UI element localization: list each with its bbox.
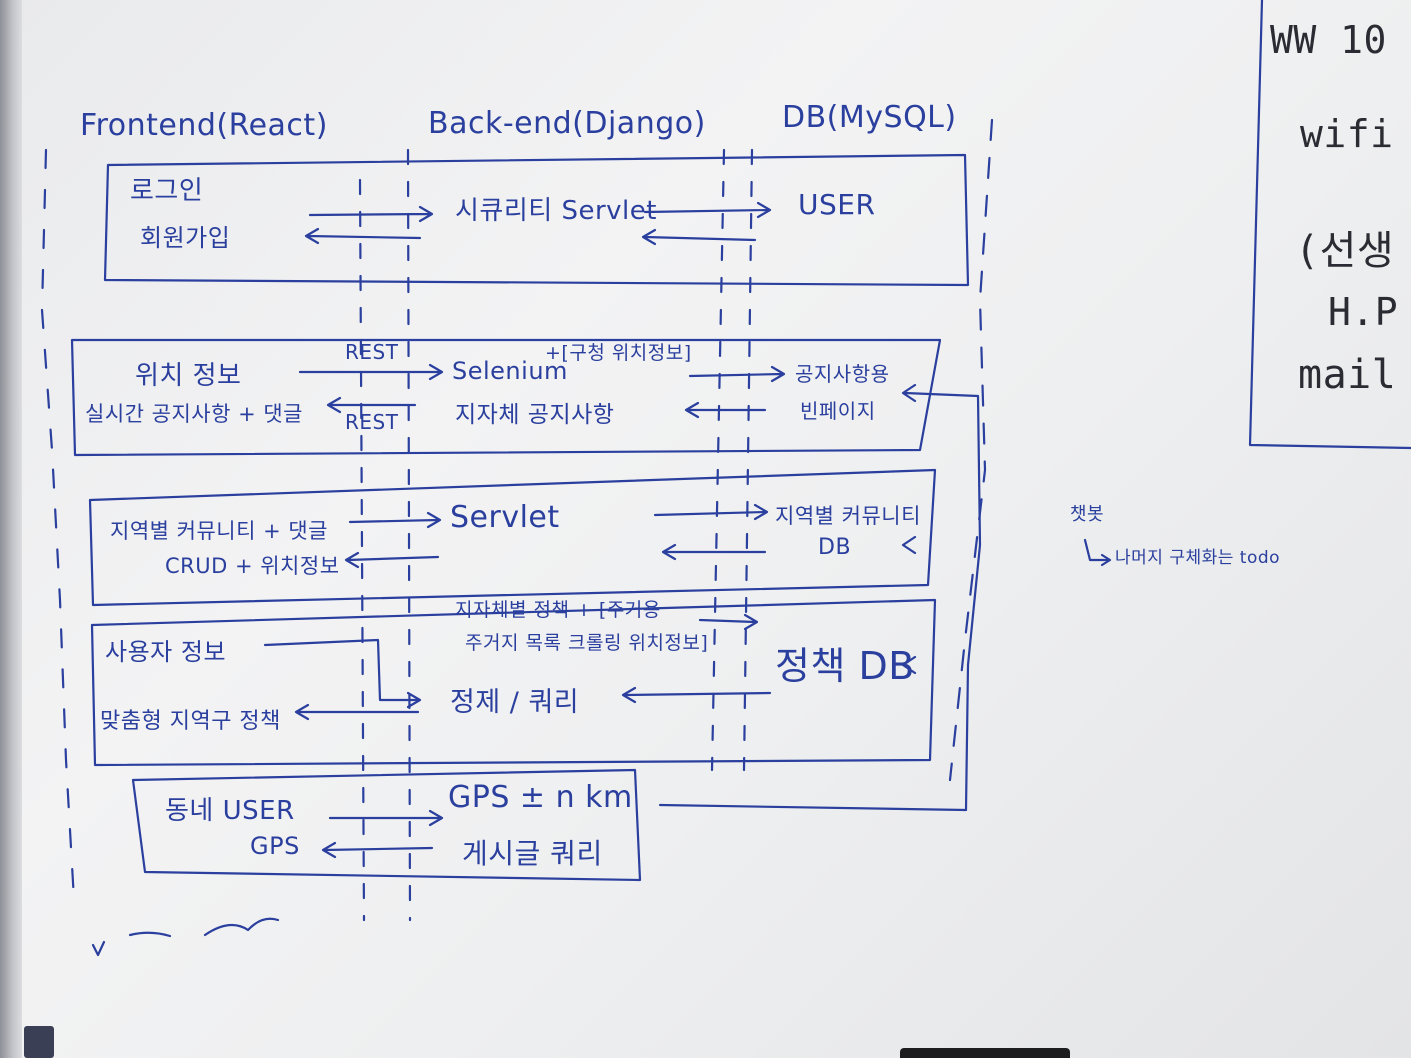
row2-box <box>70 338 942 457</box>
row3-db-label: DB <box>818 535 852 560</box>
row1-signup: 회원가입 <box>140 224 231 252</box>
right-panel-border <box>1248 0 1411 450</box>
row2-location: 위치 정보 <box>135 361 242 391</box>
row3-arrow-to-be <box>348 511 442 529</box>
row1-box <box>103 153 970 287</box>
row5-box <box>131 768 642 882</box>
row4-arrow-crawl <box>698 613 759 631</box>
chatbot-todo: 나머지 구체화는 todo <box>1115 548 1281 568</box>
frontend-header: Frontend(React) <box>80 108 328 143</box>
row1-arrow-to-be <box>308 205 434 223</box>
db-outer-lifeline <box>948 118 994 782</box>
row5-gps: GPS <box>250 832 300 860</box>
row5-local-user: 동네 USER <box>165 796 295 826</box>
right-panel-hp: H.P <box>1328 290 1399 334</box>
db-lifeline-right <box>742 148 754 772</box>
backend-lifeline-left <box>358 178 366 922</box>
db-header: DB(MySQL) <box>782 100 957 135</box>
row4-arrow-to-fe <box>294 703 420 721</box>
row2-arrow-rest <box>298 363 444 381</box>
row3-crud: CRUD + 위치정보 <box>165 554 340 578</box>
row2-selenium: Selenium <box>452 357 568 385</box>
row3-db-community: 지역별 커뮤니티 <box>775 504 921 528</box>
right-panel-teacher: (선생 <box>1295 228 1395 274</box>
row4-policy-crawl-1: 지자체별 정책 + [주거용 <box>455 599 661 621</box>
row3-arrow-to-be <box>661 543 767 561</box>
squiggle-2 <box>203 917 280 937</box>
row4-box <box>90 598 937 767</box>
corner-sticker <box>24 1026 54 1058</box>
row1-arrow-to-db <box>643 201 772 219</box>
row4-policy-crawl-2: 주거지 목록 크롤링 위치정보] <box>465 632 709 654</box>
row5-arrow-to-be <box>328 809 444 827</box>
row4-refine-query: 정제 / 쿼리 <box>450 687 580 718</box>
row2-rest-top: REST <box>345 340 399 364</box>
row3-arrow-to-db <box>653 503 769 521</box>
row2-rest-bottom: REST <box>345 410 399 434</box>
right-panel-line1: WW 10 <box>1270 18 1387 62</box>
row3-community: 지역별 커뮤니티 + 댓글 <box>110 519 329 543</box>
chatbot-note: 챗봇 <box>1070 504 1105 525</box>
row1-arrow-to-be-back <box>641 228 757 246</box>
row2-db-notice: 공지사항용 <box>795 362 890 386</box>
row2-notice: 실시간 공지사항 + 댓글 <box>85 402 304 426</box>
row3-box <box>88 468 937 607</box>
row2-arrow-to-be <box>684 401 767 419</box>
frontend-lifeline <box>40 148 76 902</box>
whiteboard-frame <box>0 0 22 1058</box>
row3-arrow-to-fe <box>344 551 440 569</box>
row2-db-empty-page: 빈페이지 <box>800 399 876 423</box>
db-connector <box>658 383 982 812</box>
backend-header: Back-end(Django) <box>428 106 706 141</box>
row4-policy-db: 정책 DB <box>775 644 915 688</box>
row2-bracket-note: +[구청 위치정보] <box>545 342 692 364</box>
right-panel-mail: mail <box>1298 352 1397 398</box>
row5-gps-range: GPS ± n km <box>448 780 633 815</box>
row1-user-db: USER <box>798 188 876 221</box>
row4-arrow-query <box>621 686 772 704</box>
row1-security-servlet: 시큐리티 Servlet <box>455 196 657 226</box>
chatbot-arrow <box>1083 538 1112 567</box>
db-lifeline-left <box>710 148 726 772</box>
marker-tray <box>900 1048 1070 1058</box>
row5-arrow-to-fe <box>321 841 434 859</box>
backend-lifeline-right <box>406 148 412 922</box>
row3-servlet: Servlet <box>450 500 560 535</box>
row5-post-query: 게시글 쿼리 <box>462 837 603 870</box>
right-panel-wifi: wifi : <box>1300 112 1411 156</box>
row2-gov-notice: 지자체 공지사항 <box>455 402 615 428</box>
row1-login: 로그인 <box>130 176 204 206</box>
row4-policy: 맞춤형 지역구 정책 <box>100 709 281 734</box>
row2-arrow-to-db <box>688 365 786 383</box>
row4-user-info: 사용자 정보 <box>105 638 227 666</box>
row4-arrow-user <box>263 638 422 709</box>
row2-arrow-rest-back <box>326 396 417 414</box>
squiggle-1 <box>128 931 172 938</box>
checkmark <box>91 940 106 957</box>
row1-arrow-to-fe <box>304 227 422 245</box>
